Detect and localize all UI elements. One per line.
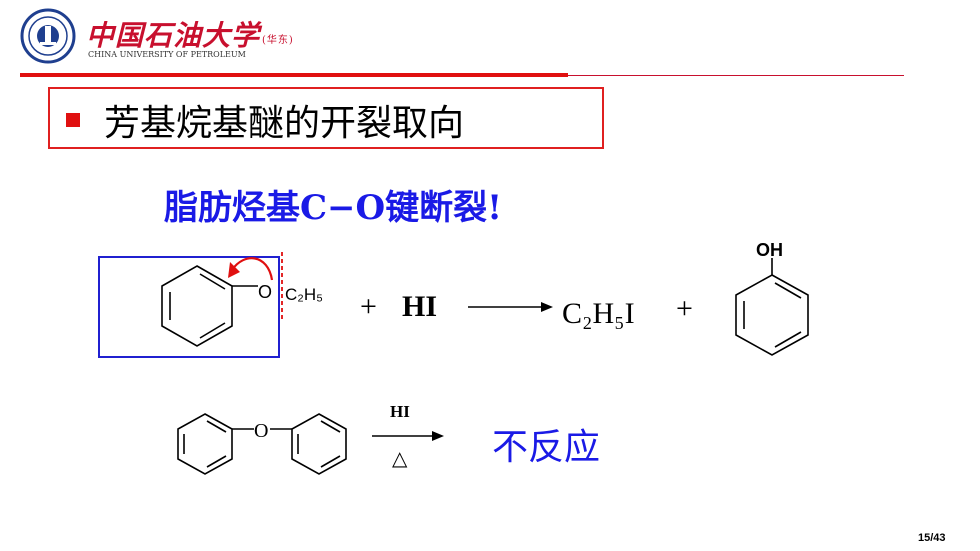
university-name-cn: 中国石油大学(华东) <box>86 19 294 52</box>
ethyl-label: C₂H₅ <box>285 285 323 304</box>
benzene-ring-left <box>161 265 233 347</box>
university-seal-icon <box>20 8 76 64</box>
ether-oxygen-label: O <box>254 420 268 442</box>
slide-title: 芳基烷基醚的开裂取向 <box>104 103 465 144</box>
plus-sign-2: + <box>676 292 693 325</box>
title-bullet <box>66 113 80 127</box>
arrow-top-reagent: HI <box>390 402 410 421</box>
reaction-arrow-2-head-icon <box>432 431 444 441</box>
plus-sign: + <box>360 290 377 323</box>
heat-symbol: △ <box>392 448 408 470</box>
benzene-ring-phenol <box>735 258 809 356</box>
header-divider-thin <box>568 75 904 76</box>
reagent-hi: HI <box>402 290 437 323</box>
benzene-ring-ether-right <box>291 413 347 475</box>
no-reaction-label: 不反应 <box>492 427 601 468</box>
hydroxyl-label: OH <box>756 240 783 260</box>
header-divider-red <box>20 73 568 77</box>
university-name-en: CHINA UNIVERSITY OF PETROLEUM <box>88 50 246 59</box>
slide-subtitle: 脂肪烃基C−O键断裂! <box>164 188 503 228</box>
highlight-box <box>98 256 280 358</box>
page-number: 15/43 <box>918 532 946 544</box>
arrow-head-icon <box>228 262 240 278</box>
reaction-arrow-head-icon <box>541 302 553 312</box>
electron-arrow-icon <box>231 257 274 281</box>
benzene-ring-ether-left <box>177 413 233 475</box>
oxygen-label: O <box>258 282 272 302</box>
product-ethyl-iodide: C₂H₅I <box>562 297 635 330</box>
title-frame <box>48 87 604 149</box>
